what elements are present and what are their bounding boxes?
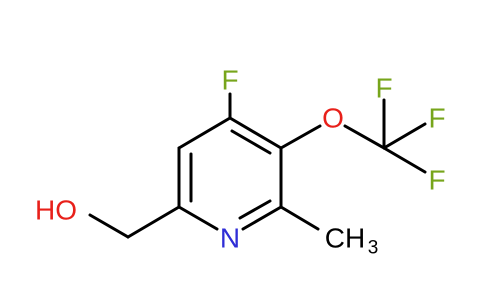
atom-oxygen-ether: O [322,103,344,134]
bond-c5-c4 [177,116,232,150]
bond-c2-methyl [279,205,320,231]
bond-c2-n [241,205,283,231]
bond-cf3-f-bottom [382,146,427,174]
bond-c4-c3-inner [230,129,272,155]
atom-hydroxyl: HO [35,195,77,226]
atom-methyl-subscript: 3 [368,238,379,259]
bond-c4-c3 [228,116,283,150]
bond-cf3-f-right [382,122,427,150]
bond-c2-n-inner [238,199,272,220]
bond-c3-oxygen [279,124,322,150]
bond-n-c6 [177,205,219,231]
atom-fluorine-cf3-top: F [375,73,392,104]
bond-oxygen-cf3 [343,124,386,150]
atom-fluorine-cf3-right: F [428,103,445,134]
bond-ch2-hydroxyl [88,213,130,239]
atom-fluorine-ring: F [221,65,238,96]
atom-nitrogen-ring: N [220,223,240,254]
atom-fluorine-cf3-bottom: F [428,165,445,196]
atom-methyl: CH [325,223,365,254]
bond-c6-ch2 [126,205,181,239]
